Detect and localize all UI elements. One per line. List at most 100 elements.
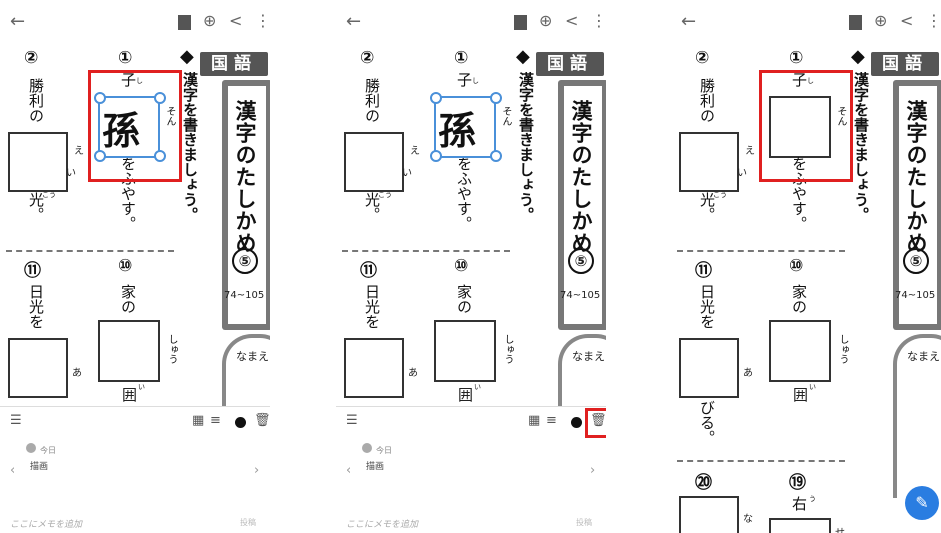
answer-box[interactable] (344, 132, 404, 192)
color-dot-icon[interactable] (235, 417, 246, 428)
answer-box[interactable] (98, 96, 160, 158)
question-number: ① (454, 48, 469, 68)
worksheet-title: 漢字のたしかめ (569, 100, 593, 254)
resize-handle[interactable] (490, 150, 502, 162)
share-icon[interactable]: < (229, 11, 243, 30)
handwritten-drawing[interactable]: 孫 (102, 108, 141, 153)
lines-icon[interactable]: ≡ (210, 413, 221, 428)
resize-handle[interactable] (154, 150, 166, 162)
ruby-text: い (809, 383, 816, 391)
question-text: 光。 (27, 192, 45, 222)
answer-box[interactable] (8, 338, 68, 398)
top-app-bar: ← ⊕ < ⋮ (0, 0, 270, 44)
question-number: ⑪ (360, 261, 377, 281)
question-text: 囲 (122, 386, 138, 404)
question-text: 勝利の (698, 78, 716, 123)
list-icon[interactable]: ☰ (346, 413, 358, 428)
resize-handle[interactable] (94, 150, 106, 162)
book-icon[interactable] (178, 15, 191, 30)
more-menu-icon[interactable]: ⋮ (926, 11, 941, 30)
question-text: 右 (790, 496, 808, 511)
post-button[interactable]: 投稿 (576, 518, 592, 527)
trash-icon[interactable]: 🗑 (590, 413, 606, 428)
prev-arrow-icon[interactable]: ‹ (10, 463, 16, 478)
ruby-text: い (737, 168, 747, 179)
edit-pencil-icon[interactable]: ✎ (905, 486, 939, 520)
back-arrow-icon[interactable]: ← (10, 11, 26, 32)
trash-icon[interactable]: 🗑 (254, 413, 270, 428)
screen-3-drawing-deleted: ← ⊕ < ⋮ ② ① ◆ 国語 勝利の え い 光。 こう 子 し そん をふ… (671, 0, 941, 533)
question-text: 日光を (27, 284, 45, 329)
answer-box[interactable] (769, 96, 831, 158)
comment-icon[interactable]: ▦ (192, 413, 205, 428)
answer-box[interactable] (679, 496, 739, 533)
resize-handle[interactable] (490, 92, 502, 104)
answer-box[interactable] (8, 132, 68, 192)
instruction-text: 漢字を書きましょう。 (852, 72, 870, 222)
comment-icon[interactable]: ▦ (528, 413, 541, 428)
name-field[interactable]: なまえ (893, 334, 941, 498)
top-app-bar: ← ⊕ < ⋮ (336, 0, 606, 44)
back-arrow-icon[interactable]: ← (346, 11, 362, 32)
answer-box[interactable] (679, 132, 739, 192)
page-range: 74~105 (224, 290, 265, 301)
question-number: ② (360, 48, 375, 68)
highlight-box (585, 408, 606, 438)
post-button[interactable]: 投稿 (240, 518, 256, 527)
selection-frame[interactable] (434, 96, 496, 158)
prev-arrow-icon[interactable]: ‹ (346, 463, 352, 478)
handwritten-drawing[interactable]: 孫 (438, 108, 477, 153)
more-menu-icon[interactable]: ⋮ (255, 11, 270, 30)
title-panel: 漢字のたしかめ ⑤ 74~105 (893, 80, 941, 330)
selection-frame[interactable] (98, 96, 160, 158)
instruction-text: 漢字を書きましょう。 (181, 72, 199, 222)
resize-handle[interactable] (430, 150, 442, 162)
question-number: ⑲ (789, 473, 806, 493)
title-panel: 漢字のたしかめ ⑤ 74~105 (222, 80, 270, 330)
answer-box[interactable] (434, 320, 496, 382)
more-menu-icon[interactable]: ⋮ (591, 11, 606, 30)
lines-icon[interactable]: ≡ (546, 413, 557, 428)
question-text: をふやす。 (455, 156, 473, 231)
zoom-icon[interactable]: ⊕ (539, 11, 553, 30)
next-arrow-icon[interactable]: › (590, 463, 596, 478)
answer-box[interactable] (344, 338, 404, 398)
name-label: なまえ (907, 350, 940, 363)
diamond-icon: ◆ (180, 46, 194, 67)
ruby-text: こう (42, 191, 56, 199)
answer-box[interactable] (679, 338, 739, 398)
worksheet-page: ② ① ◆ 国語 勝利の え い 光。 こう 子 し そん をふやす。 漢字を書… (336, 44, 606, 409)
question-text: 日光を (363, 284, 381, 329)
question-text: 光。 (698, 192, 716, 222)
memo-input[interactable]: ここにメモを追加 (10, 520, 83, 530)
share-icon[interactable]: < (565, 11, 579, 30)
highlight-box (88, 70, 182, 182)
book-icon[interactable] (849, 15, 862, 30)
answer-box[interactable] (769, 518, 831, 533)
resize-handle[interactable] (430, 92, 442, 104)
resize-handle[interactable] (154, 92, 166, 104)
share-icon[interactable]: < (900, 11, 914, 30)
book-icon[interactable] (514, 15, 527, 30)
worksheet-number: ⑤ (232, 248, 258, 274)
answer-box[interactable] (98, 320, 160, 382)
answer-box[interactable] (769, 320, 831, 382)
name-field[interactable]: なまえ (222, 334, 270, 409)
name-field[interactable]: なまえ (558, 334, 606, 409)
question-number: ② (24, 48, 39, 68)
ruby-text: い (474, 383, 481, 391)
back-arrow-icon[interactable]: ← (681, 11, 697, 32)
resize-handle[interactable] (94, 92, 106, 104)
zoom-icon[interactable]: ⊕ (203, 11, 217, 30)
question-text: びる。 (698, 400, 716, 445)
annotation-panel: ☰ ▦ ≡ 🗑 今日 描画 ‹ › ここにメモを追加 投稿 (336, 406, 606, 533)
ruby-text: え (410, 146, 420, 157)
worksheet-page: ② ① ◆ 国語 勝利の え い 光。 こう 子 し そん をふやす。 漢字を書… (671, 44, 941, 533)
color-dot-icon[interactable] (571, 417, 582, 428)
next-arrow-icon[interactable]: › (254, 463, 260, 478)
zoom-icon[interactable]: ⊕ (874, 11, 888, 30)
memo-input[interactable]: ここにメモを追加 (346, 520, 419, 530)
question-text: 勝利の (27, 78, 45, 123)
ruby-text: え (74, 146, 84, 157)
list-icon[interactable]: ☰ (10, 413, 22, 428)
